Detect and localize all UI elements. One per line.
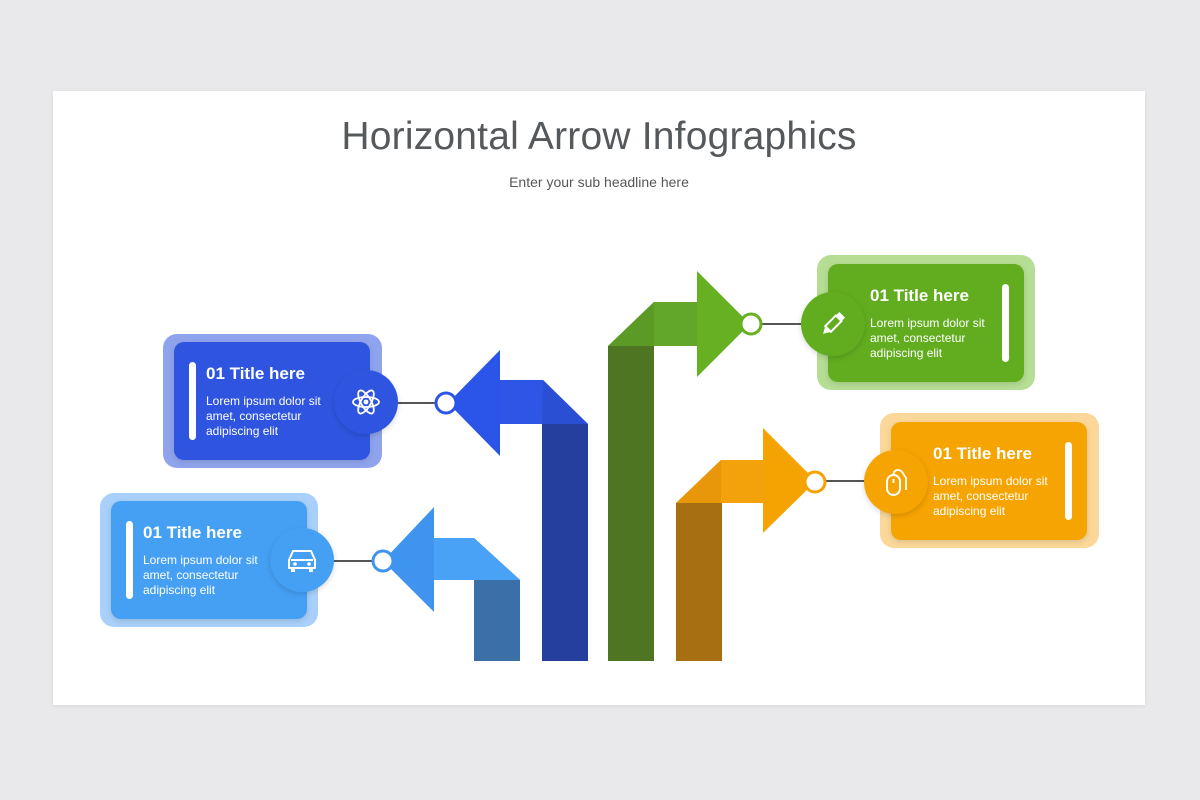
- arrow-orange: [676, 428, 816, 661]
- car-icon: [288, 550, 316, 572]
- card-body: Lorem ipsum dolor sit amet, consectetur …: [933, 474, 1048, 518]
- card-accent-bar: [1002, 284, 1009, 362]
- mouse-icon: [886, 469, 907, 496]
- card-body: Lorem ipsum dolor sit amet, consectetur …: [206, 394, 321, 438]
- icon-circle: [801, 292, 865, 356]
- card-title: 01 Title here: [206, 364, 305, 383]
- card-accent-bar: [189, 362, 196, 440]
- icon-circle: [334, 370, 398, 434]
- icon-circle: [864, 450, 928, 514]
- arrow-green: [608, 271, 750, 661]
- icon-circle: [270, 528, 334, 592]
- arrow-diagram: [333, 271, 865, 661]
- connector-dot: [371, 549, 395, 573]
- card-body: Lorem ipsum dolor sit amet, consectetur …: [870, 316, 985, 360]
- arrow-dark-blue: [448, 350, 588, 661]
- arrow-light-blue: [383, 507, 520, 661]
- card-body: Lorem ipsum dolor sit amet, consectetur …: [143, 553, 258, 597]
- page-subtitle: Enter your sub headline here: [509, 174, 689, 190]
- page-title: Horizontal Arrow Infographics: [341, 115, 857, 158]
- connector-dot: [434, 391, 458, 415]
- card-title: 01 Title here: [870, 286, 969, 305]
- slide: Horizontal Arrow Infographics Enter your…: [53, 91, 1145, 705]
- card-accent-bar: [1065, 442, 1072, 520]
- card-title: 01 Title here: [143, 523, 242, 542]
- connector-dot: [739, 312, 763, 336]
- card-accent-bar: [126, 521, 133, 599]
- card-title: 01 Title here: [933, 444, 1032, 463]
- pencil-icon: [823, 311, 846, 334]
- atom-icon: [352, 389, 380, 415]
- connector-dot: [803, 470, 827, 494]
